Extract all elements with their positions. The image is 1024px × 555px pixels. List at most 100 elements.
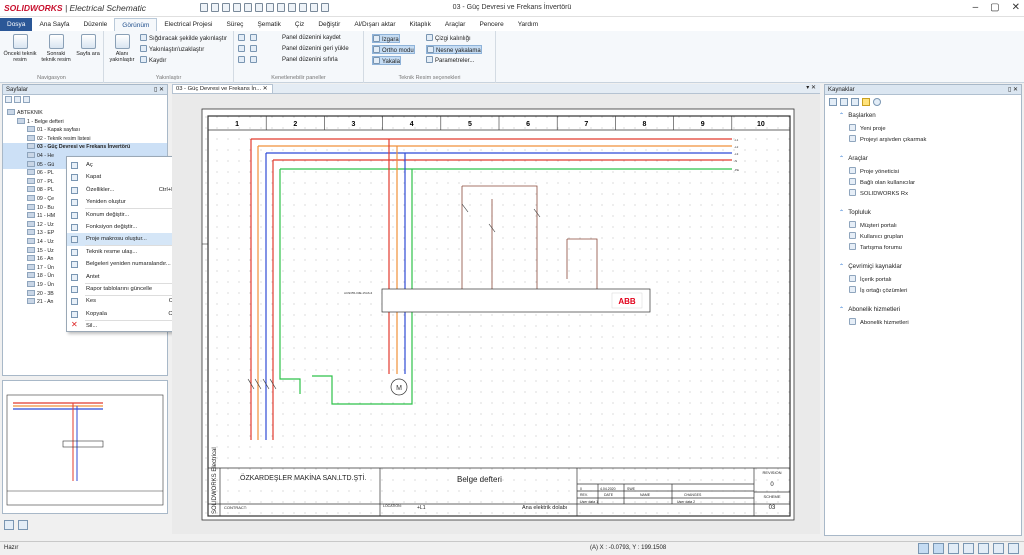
- tree-page-item[interactable]: 12 - Uz: [3, 220, 167, 230]
- copy-icon[interactable]: [277, 3, 285, 12]
- palette-icon[interactable]: [851, 98, 859, 106]
- pan-button[interactable]: Kaydır: [140, 56, 166, 65]
- line-weight-toggle[interactable]: Çizgi kalınlığı: [426, 34, 471, 43]
- library-icon[interactable]: [840, 98, 848, 106]
- context-menu-close[interactable]: Kapat: [67, 171, 195, 183]
- paste-icon[interactable]: [288, 3, 296, 12]
- menu-gorunum[interactable]: Görünüm: [114, 18, 158, 31]
- menu-sematik[interactable]: Şematik: [257, 21, 281, 28]
- tree-page-item[interactable]: 18 - Ün: [3, 272, 167, 281]
- cut-icon[interactable]: [266, 3, 274, 12]
- tree-page-item[interactable]: 19 - Ün: [3, 281, 167, 290]
- context-menu-go-to-drawing[interactable]: Teknik resme ulaş...: [67, 246, 195, 258]
- zoom-area-button[interactable]: Alanı yakınlaştır: [106, 34, 138, 63]
- panel-toggle-2[interactable]: [238, 45, 247, 54]
- resources-link[interactable]: Tartışma forumu: [849, 243, 902, 253]
- resources-link[interactable]: İçerik portalı: [849, 275, 892, 285]
- refresh-icon[interactable]: [299, 3, 307, 12]
- panel-toggle-5[interactable]: [250, 45, 259, 54]
- panel-toggle-6[interactable]: [250, 56, 259, 65]
- save-panel-layout-button[interactable]: Panel düzenini kaydet: [282, 35, 341, 41]
- menu-yardim[interactable]: Yardım: [517, 21, 539, 28]
- zoom-fit-button[interactable]: Sığdıracak şekilde yakınlaştır: [140, 34, 227, 43]
- print-icon[interactable]: [222, 3, 230, 12]
- context-menu-update-report-tables[interactable]: Rapor tablolarını güncelle: [67, 283, 195, 295]
- find-page-button[interactable]: Sayfa ara: [75, 34, 101, 57]
- context-menu-renumber-documents[interactable]: Belgeleri yeniden numaralandır...: [67, 258, 195, 270]
- panel-toggle-3[interactable]: [238, 56, 247, 65]
- snap-toggle[interactable]: Yakala: [372, 56, 401, 65]
- menu-ana-sayfa[interactable]: Ana Sayfa: [39, 21, 70, 28]
- context-menu-rebuild[interactable]: Yeniden oluştur: [67, 196, 195, 208]
- tree-page-item[interactable]: 02 - Teknik resim listesi: [3, 134, 167, 144]
- panel-controls[interactable]: ▯ ✕: [1008, 87, 1018, 93]
- layout-status-icon[interactable]: [993, 543, 1004, 554]
- menu-ciz[interactable]: Çiz: [294, 21, 305, 28]
- resources-link[interactable]: Bağlı olan kullanıcılar: [849, 178, 915, 188]
- filter-icon[interactable]: [23, 96, 30, 103]
- tree-page-item[interactable]: 16 - An: [3, 255, 167, 264]
- tree-project-root[interactable]: ABTEKNIK: [3, 109, 167, 118]
- open-icon[interactable]: [211, 3, 219, 12]
- object-snap-status-icon[interactable]: [963, 543, 974, 554]
- context-menu-change-function[interactable]: Fonksiyon değiştir...: [67, 221, 195, 233]
- undo-icon[interactable]: [244, 3, 252, 12]
- tree-page-item[interactable]: 14 - Uz: [3, 238, 167, 247]
- tab-menu-icon[interactable]: ▾ ✕: [806, 85, 816, 91]
- tree-page-item[interactable]: 15 - Uz: [3, 246, 167, 256]
- menu-dosya[interactable]: Dosya: [0, 18, 33, 31]
- menu-al-disari-aktar[interactable]: Al/Dışarı aktar: [354, 21, 396, 28]
- tree-page-item[interactable]: 01 - Kapak sayfası: [3, 126, 167, 135]
- grid-status-icon[interactable]: [918, 543, 929, 554]
- context-menu-properties[interactable]: Özellikler...Ctrl+Enter: [67, 184, 195, 196]
- ortho-status-icon[interactable]: [948, 543, 959, 554]
- home-icon[interactable]: [829, 98, 837, 106]
- line-weight-status-icon[interactable]: [978, 543, 989, 554]
- context-menu-create-project-macro[interactable]: Proje makrosu oluştur...: [67, 233, 195, 246]
- collapse-icon[interactable]: [5, 96, 12, 103]
- grid-toggle[interactable]: Izgara: [372, 34, 400, 43]
- search-icon[interactable]: [321, 3, 329, 12]
- menu-surec[interactable]: Süreç: [226, 21, 244, 28]
- close-icon[interactable]: ✕: [1011, 2, 1020, 13]
- tree-page-item[interactable]: 17 - Ün: [3, 263, 167, 273]
- tree-page-item[interactable]: 20 - 3B: [3, 289, 167, 299]
- tree-page-item[interactable]: 03 - Güç Devresi ve Frekans İnvertörü: [3, 143, 167, 152]
- expand-icon[interactable]: [14, 96, 21, 103]
- save-icon[interactable]: [200, 3, 208, 12]
- maximize-icon[interactable]: ▢: [990, 2, 1000, 13]
- menu-kitaplik[interactable]: Kitaplık: [409, 21, 431, 28]
- context-menu-open[interactable]: Aç: [67, 159, 195, 171]
- snap-status-icon[interactable]: [933, 543, 944, 554]
- resources-section-header[interactable]: Abonelik hizmetleri: [839, 305, 900, 314]
- resources-link[interactable]: Müşteri portalı: [849, 221, 897, 231]
- ortho-toggle[interactable]: Ortho modu: [372, 45, 415, 54]
- next-drawing-button[interactable]: Sonraki teknik resim: [40, 34, 72, 63]
- resources-link[interactable]: Yeni proje: [849, 124, 886, 134]
- menu-degistir[interactable]: Değiştir: [318, 21, 341, 28]
- minimize-icon[interactable]: –: [972, 2, 979, 13]
- menu-duzenle[interactable]: Düzenle: [83, 21, 108, 28]
- panel-toggle-4[interactable]: [250, 34, 259, 43]
- tree-page-item[interactable]: 11 - HM: [3, 212, 167, 221]
- resources-link[interactable]: Projeyi arşivden çıkarmak: [849, 135, 926, 145]
- new-icon[interactable]: [233, 3, 241, 12]
- parameters-button[interactable]: Parametreler...: [426, 56, 474, 65]
- zoom-icon[interactable]: [310, 3, 318, 12]
- panel-controls[interactable]: ▯ ✕: [154, 87, 164, 93]
- tree-page-item[interactable]: 10 - Bu: [3, 203, 167, 213]
- resources-link[interactable]: Kullanıcı grupları: [849, 232, 904, 242]
- tree-page-item[interactable]: 07 - PL: [3, 177, 167, 187]
- reset-panel-layout-button[interactable]: Panel düzenini sıfırla: [282, 57, 338, 63]
- resources-link[interactable]: Proje yöneticisi: [849, 167, 899, 177]
- tree-page-item[interactable]: 06 - PL: [3, 169, 167, 178]
- resources-section-header[interactable]: Araçlar: [839, 154, 868, 163]
- zoom-preview-icon[interactable]: [4, 520, 14, 530]
- context-menu-change-location[interactable]: Konum değiştir...: [67, 209, 195, 221]
- menu-electrical-projesi[interactable]: Electrical Projesi: [164, 21, 213, 28]
- star-icon[interactable]: [862, 98, 870, 106]
- menu-araclar[interactable]: Araçlar: [444, 21, 466, 28]
- menu-pencere[interactable]: Pencere: [479, 21, 504, 28]
- settings-icon[interactable]: [873, 98, 881, 106]
